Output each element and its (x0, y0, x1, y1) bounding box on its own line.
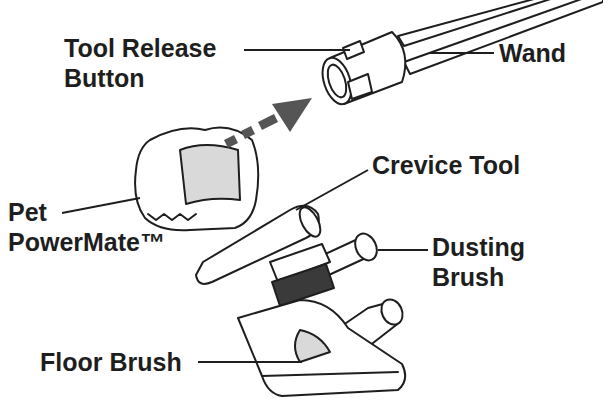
part-label: Pet PowerMate™ (8, 197, 180, 257)
leader-line (198, 361, 302, 363)
wand-tube (398, 0, 603, 74)
leader-line (296, 170, 368, 210)
floor-brush (238, 296, 407, 396)
insert-arrow (226, 98, 312, 144)
pet-powermate (135, 128, 258, 231)
leader-line (430, 52, 494, 54)
part-label: Dusting Brush (432, 232, 592, 292)
part-label: Floor Brush (40, 347, 240, 377)
wand-coupling (317, 32, 405, 108)
part-label: Tool Release Button (64, 33, 254, 93)
part-label: Crevice Tool (372, 150, 592, 180)
part-label: Wand (499, 38, 599, 68)
leader-line (244, 49, 350, 51)
leader-line (62, 198, 140, 213)
leader-line (378, 249, 428, 251)
dusting-brush (270, 230, 381, 306)
